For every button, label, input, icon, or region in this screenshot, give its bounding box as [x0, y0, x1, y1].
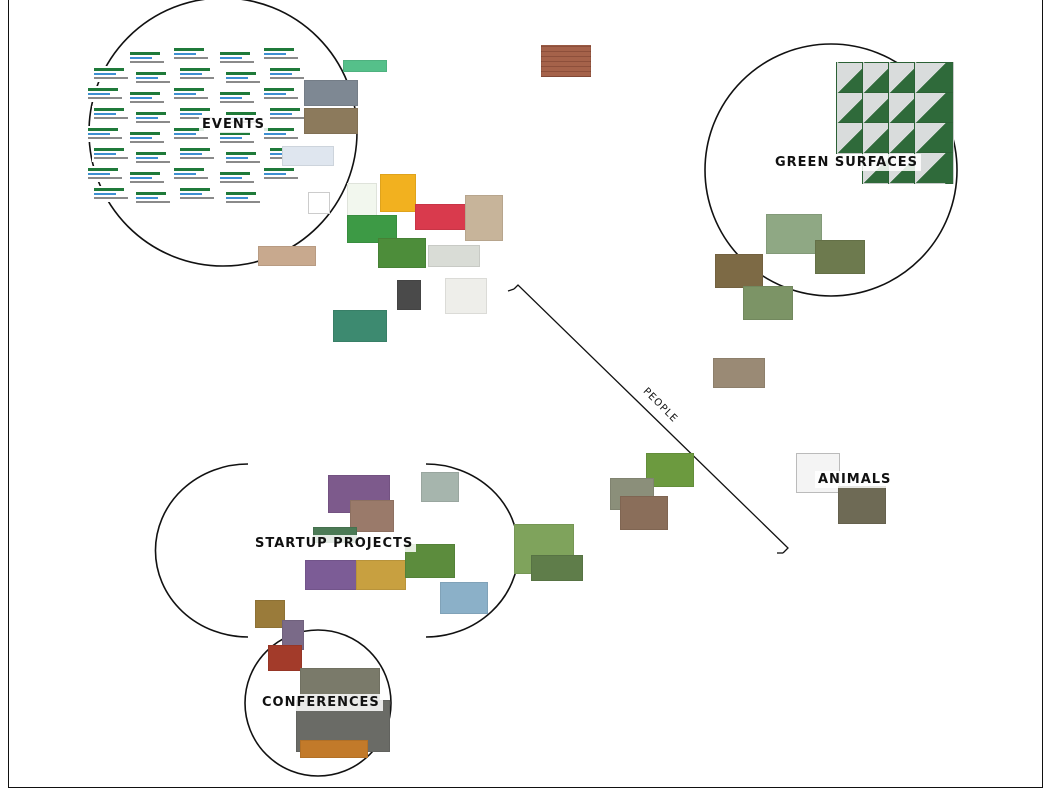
brick-texture[interactable] [541, 45, 591, 77]
event-poster[interactable] [172, 46, 210, 62]
event-poster[interactable] [178, 146, 216, 162]
startup-photo[interactable] [350, 500, 394, 532]
green-roof-photo[interactable] [914, 62, 954, 94]
green-roof-photo[interactable] [914, 92, 954, 124]
startup-projects-label: STARTUP PROJECTS [252, 535, 417, 552]
startup-photo[interactable] [356, 560, 406, 590]
event-poster[interactable] [178, 186, 216, 202]
event-poster[interactable] [134, 70, 172, 86]
event-poster[interactable] [218, 130, 256, 146]
event-poster[interactable] [128, 90, 166, 106]
event-poster[interactable] [92, 146, 130, 162]
event-poster[interactable] [92, 66, 130, 82]
event-poster[interactable] [128, 170, 166, 186]
events-label: EVENTS [199, 116, 268, 133]
garden-photo[interactable] [428, 245, 480, 267]
garden-photo[interactable] [378, 238, 426, 268]
event-poster[interactable] [262, 86, 300, 102]
event-poster[interactable] [304, 80, 358, 106]
conference-photo[interactable] [268, 645, 302, 671]
startup-photo[interactable] [531, 555, 583, 581]
animals-label: ANIMALS [815, 471, 895, 488]
event-poster[interactable] [172, 86, 210, 102]
event-poster[interactable] [134, 190, 172, 206]
conferences-cluster-circle [244, 629, 392, 777]
board-frame [8, 0, 1043, 788]
event-poster[interactable] [445, 278, 487, 314]
event-poster[interactable] [268, 106, 306, 122]
green-roof-photo[interactable] [815, 240, 865, 274]
event-poster[interactable] [304, 108, 358, 134]
event-poster[interactable] [178, 66, 216, 82]
event-poster[interactable] [224, 190, 262, 206]
event-poster[interactable] [397, 280, 421, 310]
green-roof-photo[interactable] [914, 122, 954, 154]
green-surfaces-label: GREEN SURFACES [772, 154, 922, 171]
green-roof-photo[interactable] [713, 358, 765, 388]
conference-photo[interactable] [300, 740, 368, 758]
green-roof-photo[interactable] [743, 286, 793, 320]
event-poster[interactable] [92, 106, 130, 122]
green-roof-photo[interactable] [766, 214, 822, 254]
event-poster[interactable] [86, 126, 124, 142]
event-poster[interactable] [262, 46, 300, 62]
event-poster[interactable] [218, 90, 256, 106]
event-poster[interactable] [268, 66, 306, 82]
event-poster[interactable] [262, 126, 300, 142]
event-poster[interactable] [86, 166, 124, 182]
event-poster[interactable] [128, 50, 166, 66]
event-poster[interactable] [86, 86, 124, 102]
event-poster[interactable] [262, 166, 300, 182]
event-poster[interactable] [308, 192, 330, 214]
event-poster[interactable] [218, 50, 256, 66]
event-poster[interactable] [224, 70, 262, 86]
startup-photo[interactable] [305, 560, 361, 590]
green-surfaces-cluster-circle [704, 43, 958, 297]
event-poster[interactable] [134, 110, 172, 126]
event-poster[interactable] [172, 166, 210, 182]
people-axis-line [513, 284, 789, 554]
animal-photo[interactable] [838, 486, 886, 524]
green-roof-photo[interactable] [715, 254, 763, 288]
garden-photo[interactable] [620, 496, 668, 530]
garden-photo[interactable] [646, 453, 694, 487]
conferences-label: CONFERENCES [259, 694, 383, 711]
event-poster[interactable] [224, 150, 262, 166]
startup-photo[interactable] [255, 600, 285, 628]
startup-photo[interactable] [421, 472, 459, 502]
event-poster[interactable] [282, 146, 334, 166]
event-poster[interactable] [92, 186, 130, 202]
event-poster[interactable] [333, 310, 387, 342]
event-poster[interactable] [347, 183, 377, 217]
startup-left-arc [154, 463, 249, 638]
startup-photo[interactable] [440, 582, 488, 614]
event-poster[interactable] [218, 170, 256, 186]
event-poster[interactable] [134, 150, 172, 166]
people-axis-tick-start [507, 288, 515, 292]
garden-photo[interactable] [415, 204, 467, 230]
event-poster[interactable] [380, 174, 416, 212]
garden-photo[interactable] [465, 195, 503, 241]
event-poster[interactable] [343, 60, 387, 72]
event-poster[interactable] [128, 130, 166, 146]
garden-photo[interactable] [258, 246, 316, 266]
